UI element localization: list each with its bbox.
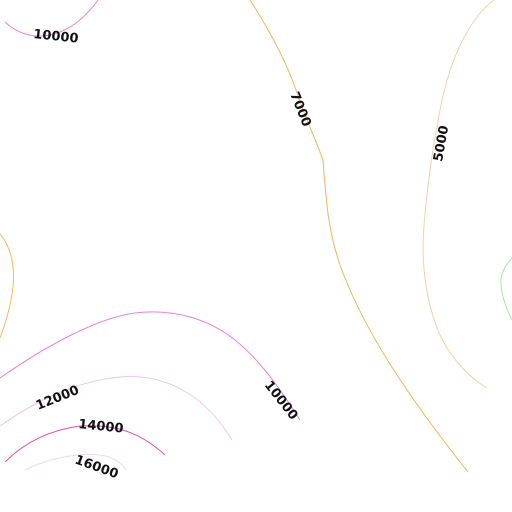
- label-16000: 16000: [73, 453, 121, 483]
- contour-line-10000-top: [4, 0, 99, 37]
- label-12000: 12000: [34, 383, 82, 414]
- label-10000-top: 10000: [33, 27, 80, 47]
- contour-line-7000: [249, 0, 469, 473]
- contour-line-right-edge: [500, 257, 512, 321]
- contour-line-10000-mid: [0, 311, 301, 421]
- contour-line-5000: [422, 0, 495, 389]
- label-14000: 14000: [78, 417, 125, 437]
- label-5000: 5000: [431, 124, 452, 162]
- contour-line-14000: [4, 425, 166, 463]
- label-7000: 7000: [286, 90, 313, 129]
- contour-line-12000: [0, 376, 233, 441]
- contour-line-left-edge: [0, 233, 14, 339]
- contour-line-16000: [24, 453, 127, 471]
- label-10000-mid: 10000: [261, 378, 301, 423]
